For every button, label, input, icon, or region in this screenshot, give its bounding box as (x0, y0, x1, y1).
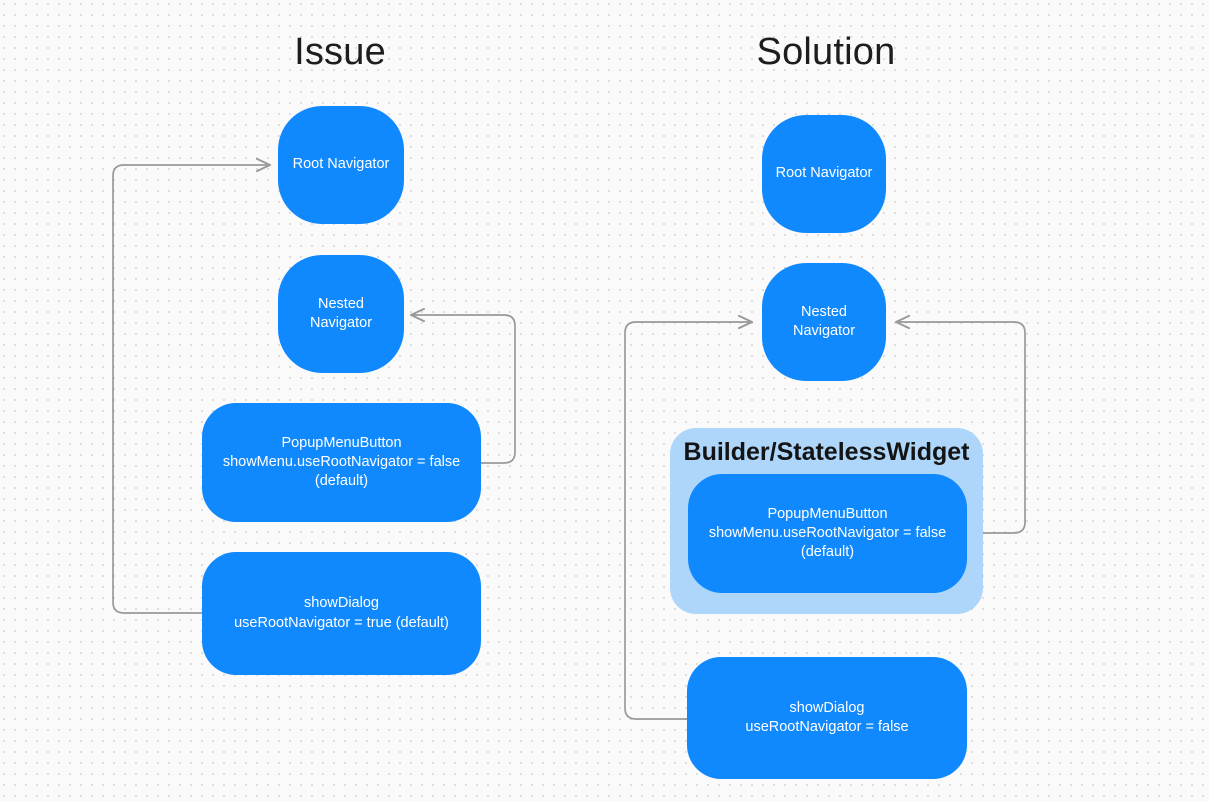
issue-show-dialog-label-line1: showDialog (304, 595, 379, 612)
solution-nested-navigator-label-line2: Navigator (792, 323, 856, 339)
solution-root-navigator-label: Root Navigator (775, 165, 873, 182)
issue-show-dialog-node[interactable]: showDialog useRootNavigator = true (defa… (202, 552, 481, 675)
issue-show-dialog-label-line2: useRootNavigator = true (default) (234, 614, 449, 631)
solution-nested-navigator-node[interactable]: Nested Navigator (762, 263, 886, 381)
issue-popup-menu-button-label-line2: showMenu.useRootNavigator = false (222, 453, 461, 470)
solution-show-dialog-label-line2: useRootNavigator = false (745, 719, 909, 735)
issue-nested-navigator-node[interactable]: Nested Navigator (278, 255, 404, 373)
edge-issue-showdialog-to-root-navigator (112, 165, 270, 614)
issue-root-navigator-node[interactable]: Root Navigator (278, 106, 404, 224)
issue-popup-menu-button-node[interactable]: PopupMenuButton showMenu.useRootNavigato… (202, 403, 481, 522)
solution-popup-menu-button-label-line3: (default) (800, 544, 855, 561)
solution-nested-navigator-label-line1: Nested (801, 303, 847, 320)
issue-root-navigator-label: Root Navigator (292, 156, 390, 173)
solution-show-dialog-node[interactable]: showDialog useRootNavigator = false (687, 657, 967, 779)
solution-popup-menu-button-label-line1: PopupMenuButton (767, 505, 888, 522)
issue-nested-navigator-label-line1: Nested (318, 295, 364, 312)
issue-popup-menu-button-label-line1: PopupMenuButton (281, 434, 402, 451)
solution-root-navigator-node[interactable]: Root Navigator (762, 115, 886, 233)
solution-popup-menu-button-label-line2: showMenu.useRootNavigator = false (708, 524, 947, 541)
issue-nested-navigator-label-line2: Navigator (309, 315, 373, 331)
solution-builder-stateless-widget-title: Builder/StatelessWidget (683, 438, 970, 466)
issue-popup-menu-button-label-line3: (default) (314, 473, 369, 490)
column-title-solution: Solution (756, 31, 896, 73)
solution-show-dialog-label-line1: showDialog (789, 699, 865, 716)
solution-popup-menu-button-node[interactable]: PopupMenuButton showMenu.useRootNavigato… (688, 474, 967, 593)
column-title-issue: Issue (294, 31, 386, 73)
